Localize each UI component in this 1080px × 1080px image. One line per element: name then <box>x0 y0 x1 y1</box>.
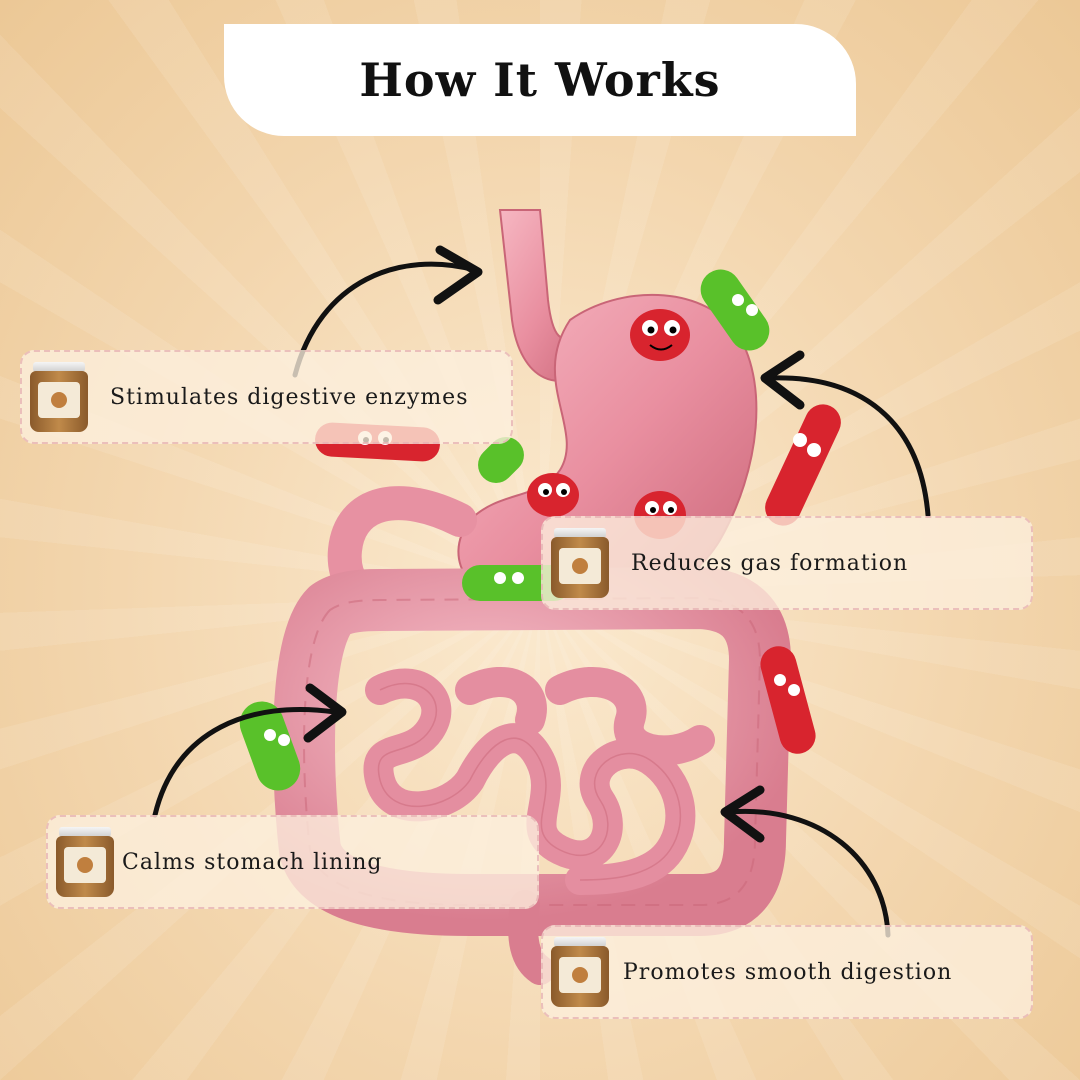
benefit-card-digestion: Promotes smooth digestion <box>541 925 1033 1019</box>
benefit-label: Promotes smooth digestion <box>623 959 953 985</box>
product-jar-icon <box>551 528 609 598</box>
bacteria-green-2 <box>478 437 524 483</box>
bacteria-red-long-right <box>765 404 841 526</box>
product-jar-icon <box>551 937 609 1007</box>
arrow-to-small-intestine <box>152 683 347 818</box>
title-banner: How It Works <box>224 24 856 136</box>
bacteria-green-4 <box>239 701 301 791</box>
bacteria-red-1 <box>630 309 690 361</box>
benefit-label: Stimulates digestive enzymes <box>110 384 469 410</box>
benefit-card-gas: Reduces gas formation <box>541 516 1033 610</box>
benefit-label: Reduces gas formation <box>631 550 909 576</box>
bacteria-green-1 <box>700 269 770 351</box>
bacteria-red-curved <box>760 646 816 754</box>
rectum <box>508 890 555 985</box>
bacteria-red-2 <box>527 473 579 517</box>
product-jar-icon <box>30 362 88 432</box>
benefit-card-enzymes: Stimulates digestive enzymes <box>20 350 513 444</box>
arrow-to-esophagus <box>292 245 483 378</box>
arrow-to-stomach <box>760 350 931 518</box>
page-title: How It Works <box>359 53 721 107</box>
arrow-to-large-intestine <box>720 785 891 938</box>
benefit-label: Calms stomach lining <box>122 849 383 875</box>
benefit-card-lining: Calms stomach lining <box>46 815 539 909</box>
product-jar-icon <box>56 827 114 897</box>
